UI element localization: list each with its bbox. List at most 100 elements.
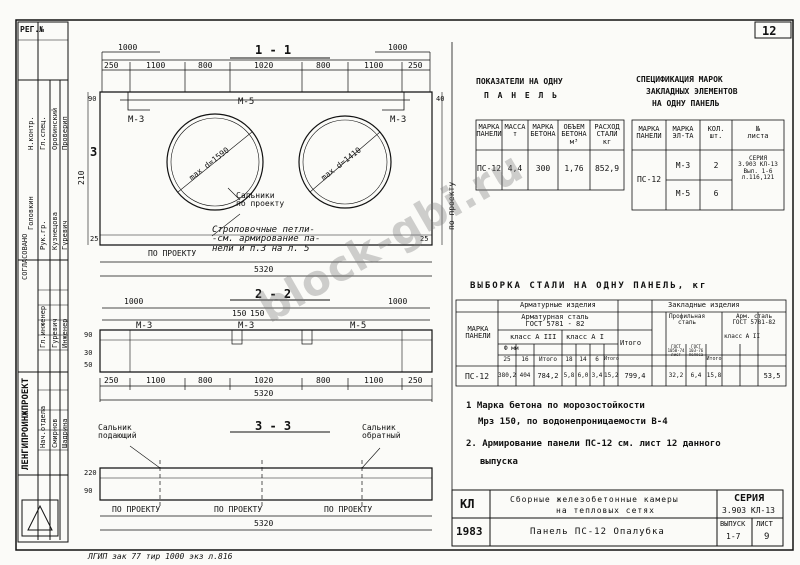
ind-v-3: 1,76 xyxy=(564,164,584,173)
note-1: 1 Марка бетона по морозостойкости xyxy=(466,401,645,411)
spec-h-1: МАРКА ЭЛ-ТА xyxy=(672,125,694,141)
stamp-role-1: Нач.отдела xyxy=(39,405,47,448)
s2-dim-6: 250 xyxy=(408,376,423,385)
s1-dim-6: 250 xyxy=(408,61,423,70)
s2-dim-4: 800 xyxy=(316,376,331,385)
indicators-title-1: ПОКАЗАТЕЛИ НА ОДНУ xyxy=(476,77,563,86)
stamp-name-2: Оробинский xyxy=(51,107,59,150)
s2-dim-top-3: 1000 xyxy=(388,297,408,306)
s1-total: 5320 xyxy=(254,265,274,274)
title-list-label: ЛИСТ xyxy=(756,520,773,528)
s1-dim-4: 800 xyxy=(316,61,331,70)
spec-h-3: № листа xyxy=(747,125,769,141)
section-3-title: 3 - 3 xyxy=(255,419,292,433)
stamp-role-0: Гл.инженер xyxy=(39,305,47,348)
stamp-name-1: Смирнов xyxy=(51,418,59,448)
s3-po-proektu-1: ПО ПРОЕКТУ xyxy=(214,505,263,514)
title-vypusk: 1-7 xyxy=(726,532,741,541)
s1-dim-0: 250 xyxy=(104,61,119,70)
section-1-title: 1 - 1 xyxy=(255,43,292,57)
title-name: Панель ПС-12 Опалубка xyxy=(530,527,665,537)
ind-h-3: ОБЪЕМ БЕТОНА м³ xyxy=(561,123,587,146)
s1-top-dim-right: 1000 xyxy=(388,43,408,52)
s1-left-height: 210 xyxy=(77,170,86,185)
spec-title-2: ЗАКЛАДНЫХ ЭЛЕМЕНТОВ xyxy=(646,87,738,96)
s2-dim-1: 1100 xyxy=(146,376,166,385)
title-vypusk-label: ВЫПУСК xyxy=(720,520,746,528)
spec-title-1: СПЕЦИФИКАЦИЯ МАРОК xyxy=(636,75,723,84)
s2-total: 5320 xyxy=(254,389,274,398)
s1-small-dim-1: 25 xyxy=(420,235,429,243)
s1-mark-m5: М-5 xyxy=(238,97,255,107)
s2-side-dim-0: 90 xyxy=(84,331,93,339)
s1-mark-m3-right: М-3 xyxy=(390,115,407,125)
reg-label: РЕГ.№ xyxy=(20,25,45,34)
steel-title: ВЫБОРКА СТАЛИ НА ОДНУ ПАНЕЛЬ, кг xyxy=(470,281,708,291)
steel-sub-a3-0: 25 xyxy=(503,356,511,363)
stamp-name-0: Гуревич xyxy=(51,318,59,348)
stamp-name-5: Гуревич xyxy=(61,220,69,250)
ind-h-1: МАССА т xyxy=(504,123,526,139)
title-line-1: Сборные железобетонные камеры xyxy=(510,495,679,504)
s2-dim-top-0: 1000 xyxy=(124,297,144,306)
ind-h-0: МАРКА ПАНЕЛИ xyxy=(476,123,502,139)
steel-v-6: 3,4 xyxy=(591,372,603,379)
stamp-role-5: Проверил xyxy=(61,116,69,150)
steel-h-arm-steel2: Арм. сталь ГОСТ 5781-82 xyxy=(732,313,776,327)
ind-v-0: ПС-12 xyxy=(476,164,502,173)
s2-side-dim-1: 30 xyxy=(84,349,93,357)
s2-side-dim-2: 50 xyxy=(84,361,93,369)
s2-dim-2: 800 xyxy=(198,376,213,385)
title-kl: КЛ xyxy=(460,497,475,511)
note-1b: Мрз 150, по водонепроницаемости В-4 xyxy=(478,417,668,427)
steel-h-itogo: Итого xyxy=(620,339,642,347)
steel-v-12: 53,5 xyxy=(763,372,781,380)
s1-salniki: Сальники по проекту xyxy=(236,191,285,209)
steel-sub-emb-1: ГОСТ 103-76 полоса xyxy=(688,344,704,358)
spec-mark-1: М-5 xyxy=(675,189,691,198)
s1-mark-m3-left: М-3 xyxy=(128,115,145,125)
s3-right-label: Сальник обратный xyxy=(362,423,401,441)
steel-v-8: 799,4 xyxy=(624,372,646,380)
note-2: 2. Армирование панели ПС-12 см. лист 12 … xyxy=(466,439,721,449)
approved-label: СОГЛАСОВАНО xyxy=(21,233,29,280)
steel-sub-a3-1: 16 xyxy=(521,356,529,363)
s1-dim-2: 800 xyxy=(198,61,213,70)
steel-h-class-a2: класс А II xyxy=(724,333,761,340)
stamp-name-6: Головкин xyxy=(27,196,35,230)
ind-v-4: 852,9 xyxy=(594,164,620,173)
spec-mark-0: М-3 xyxy=(675,161,691,170)
s1-dim-3: 1020 xyxy=(254,61,274,70)
s1-small-dim-0: 25 xyxy=(90,235,99,243)
s3-left-label: Сальник подающий xyxy=(98,423,137,441)
stamp-role-3: Рук.гр. xyxy=(39,220,47,250)
s2-dim-top-2: 150 xyxy=(250,309,265,318)
spec-qty-0: 2 xyxy=(713,161,719,170)
steel-h-arm: Арматурные изделия xyxy=(520,301,596,309)
steel-v-11: 15,8 xyxy=(706,372,722,379)
steel-h-mark: МАРКА ПАНЕЛИ xyxy=(465,325,491,341)
s2-dim-top-1: 150 xyxy=(232,309,247,318)
s3-total: 5320 xyxy=(254,519,274,528)
title-list: 9 xyxy=(764,532,770,542)
s3-po-proektu-2: ПО ПРОЕКТУ xyxy=(324,505,373,514)
s1-dim-1: 1100 xyxy=(146,61,166,70)
s1-small-dim-2: 90 xyxy=(88,95,97,103)
steel-h-profile: Профильная сталь xyxy=(668,313,706,327)
s1-dim-5: 1100 xyxy=(364,61,384,70)
institute-name: ЛЕНГИПРОИНЖПРОЕКТ xyxy=(21,377,31,470)
steel-sub-a1-0: 18 xyxy=(565,356,573,363)
steel-v-7: 15,2 xyxy=(604,372,619,379)
steel-v-5: 6,0 xyxy=(577,372,589,379)
steel-v-2: 404 xyxy=(519,372,531,379)
spec-qty-1: 6 xyxy=(713,189,719,198)
s2-mark-m3b: М-3 xyxy=(238,321,255,331)
s2-dim-3: 1020 xyxy=(254,376,274,385)
s1-loops-note: Строповочные петли- -см. армирование па-… xyxy=(212,225,321,254)
ind-h-4: РАСХОД СТАЛИ кг xyxy=(594,123,620,146)
title-seria-label: СЕРИЯ xyxy=(734,493,765,504)
s3-side-dim-1: 90 xyxy=(84,487,93,495)
spec-sheet-ref: СЕРИЯ 3.903 КЛ-13 Вып. 1-6 л.116,121 xyxy=(738,155,778,181)
stamp-role-6: Н.контр. xyxy=(27,116,35,150)
